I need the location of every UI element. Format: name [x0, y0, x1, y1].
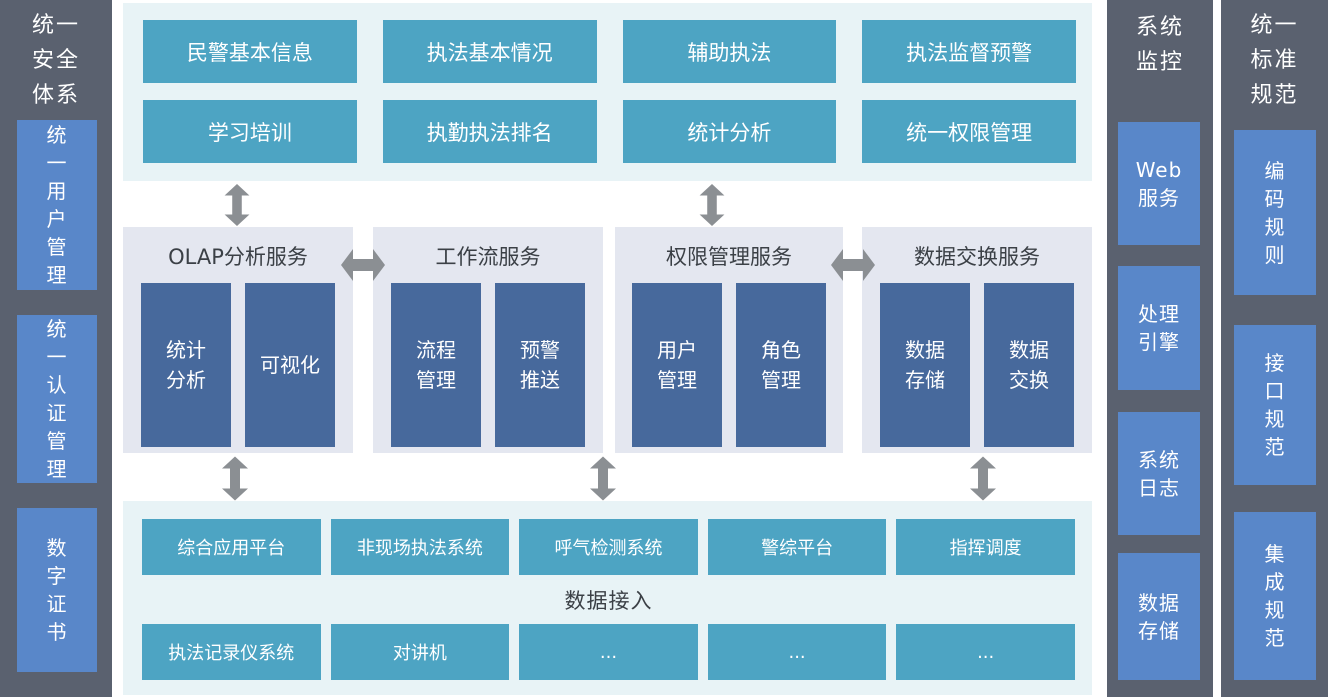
access-system-box: 呼气检测系统: [519, 519, 698, 575]
service-group-items: 数据 存储 数据 交换: [862, 283, 1092, 447]
standard-sidebar: 统一 标准 规范 编 码 规 则 接 口 规 范 集 成 规 范: [1221, 0, 1328, 697]
application-layer-panel: 民警基本信息 执法基本情况 辅助执法 执法监督预警 学习培训 执勤执法排名 统计…: [123, 3, 1092, 181]
double-arrow-vertical-icon: [970, 456, 996, 501]
app-module-box: 统一权限管理: [862, 100, 1076, 163]
access-device-box: 执法记录仪系统: [142, 624, 321, 680]
service-item-box: 统计 分析: [141, 283, 231, 447]
monitor-item-processing-engine: 处理 引擎: [1118, 266, 1200, 390]
access-device-box: ...: [707, 624, 887, 680]
app-module-box: 执法基本情况: [382, 20, 597, 83]
monitor-sidebar-title: 系统 监控: [1135, 15, 1184, 75]
app-module-box: 执法监督预警: [862, 20, 1076, 83]
security-item-auth-mgmt: 统 一 认 证 管 理: [17, 315, 97, 483]
service-group-workflow: 工作流服务 流程 管理 预警 推送: [373, 227, 603, 453]
security-sidebar-title: 统一 安全 体系: [31, 13, 80, 108]
standard-item-interface-spec: 接 口 规 范: [1234, 325, 1316, 485]
app-module-box: 辅助执法: [622, 20, 837, 83]
access-system-box: 指挥调度: [896, 519, 1075, 575]
data-access-label: 数据接入: [564, 588, 653, 613]
double-arrow-horizontal-icon: [831, 249, 875, 281]
service-item-box: 用户 管理: [632, 283, 722, 447]
access-row-1: 综合应用平台 非现场执法系统 呼气检测系统 警综平台 指挥调度: [142, 519, 1075, 575]
access-system-box: 非现场执法系统: [330, 519, 510, 575]
app-module-box: 民警基本信息: [143, 20, 357, 83]
access-device-box: ...: [896, 624, 1075, 680]
service-item-box: 预警 推送: [495, 283, 585, 447]
monitor-item-web-service: Web 服务: [1118, 122, 1200, 245]
security-item-digital-cert: 数 字 证 书: [17, 508, 97, 672]
access-system-box: 综合应用平台: [142, 519, 321, 575]
service-group-title: OLAP分析服务: [168, 245, 308, 269]
service-item-box: 可视化: [245, 283, 335, 447]
standard-sidebar-title: 统一 标准 规范: [1250, 13, 1299, 108]
service-group-title: 权限管理服务: [666, 245, 792, 269]
access-row-2: 执法记录仪系统 对讲机 ... ... ...: [142, 624, 1075, 680]
access-system-box: 警综平台: [707, 519, 887, 575]
app-module-box: 执勤执法排名: [382, 100, 597, 163]
service-group-data-exchange: 数据交换服务 数据 存储 数据 交换: [862, 227, 1092, 453]
double-arrow-vertical-icon: [222, 456, 248, 501]
service-item-box: 数据 交换: [984, 283, 1074, 447]
access-device-box: 对讲机: [330, 624, 510, 680]
app-module-box: 统计分析: [622, 100, 837, 163]
double-arrow-vertical-icon: [224, 184, 250, 226]
security-item-user-mgmt: 统 一 用 户 管 理: [17, 120, 97, 290]
service-group-items: 统计 分析 可视化: [123, 283, 353, 447]
standard-item-coding-rules: 编 码 规 则: [1234, 130, 1316, 295]
double-arrow-vertical-icon: [699, 184, 725, 226]
access-device-box: ...: [519, 624, 698, 680]
application-row-2: 学习培训 执勤执法排名 统计分析 统一权限管理: [143, 100, 1076, 163]
service-group-olap: OLAP分析服务 统计 分析 可视化: [123, 227, 353, 453]
service-group-title: 数据交换服务: [914, 245, 1040, 269]
service-item-box: 流程 管理: [391, 283, 481, 447]
standard-item-integration-spec: 集 成 规 范: [1234, 512, 1316, 680]
data-access-panel: 综合应用平台 非现场执法系统 呼气检测系统 警综平台 指挥调度 数据接入 执法记…: [123, 501, 1092, 695]
service-item-box: 角色 管理: [736, 283, 826, 447]
monitor-sidebar: 系统 监控 Web 服务 处理 引擎 系统 日志 数据 存储: [1107, 0, 1213, 697]
monitor-item-data-storage: 数据 存储: [1118, 553, 1200, 680]
service-group-permission: 权限管理服务 用户 管理 角色 管理: [615, 227, 843, 453]
service-item-box: 数据 存储: [880, 283, 970, 447]
monitor-item-system-log: 系统 日志: [1118, 412, 1200, 535]
security-sidebar: 统一 安全 体系 统 一 用 户 管 理 统 一 认 证 管 理 数 字 证 书: [0, 0, 112, 697]
service-group-items: 用户 管理 角色 管理: [615, 283, 843, 447]
service-group-items: 流程 管理 预警 推送: [373, 283, 603, 447]
application-row-1: 民警基本信息 执法基本情况 辅助执法 执法监督预警: [143, 20, 1076, 83]
service-group-title: 工作流服务: [435, 245, 541, 269]
double-arrow-horizontal-icon: [341, 249, 385, 281]
double-arrow-vertical-icon: [590, 456, 616, 501]
app-module-box: 学习培训: [143, 100, 357, 163]
